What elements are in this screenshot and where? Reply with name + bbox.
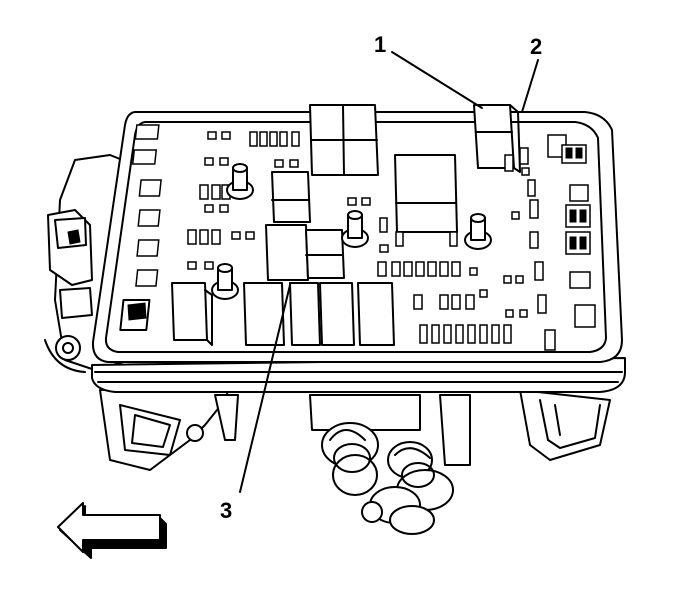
lower-mounting-bracket	[99, 384, 611, 471]
mini-fuse-cluster-top	[187, 131, 300, 270]
mini-fuse-rows	[347, 197, 528, 344]
large-relays	[171, 104, 458, 346]
relay-callout-1	[473, 104, 521, 173]
callout-leader-lines	[239, 51, 539, 493]
callout-label-3: 3	[220, 498, 233, 523]
left-arrow-icon	[57, 502, 167, 559]
callout-label-2: 2	[530, 34, 543, 59]
wiring-harness	[321, 422, 454, 535]
right-side-fuses	[504, 134, 596, 351]
terminal-studs	[211, 163, 492, 300]
callout-label-1: 1	[374, 32, 387, 57]
left-edge-fuses	[119, 124, 162, 331]
